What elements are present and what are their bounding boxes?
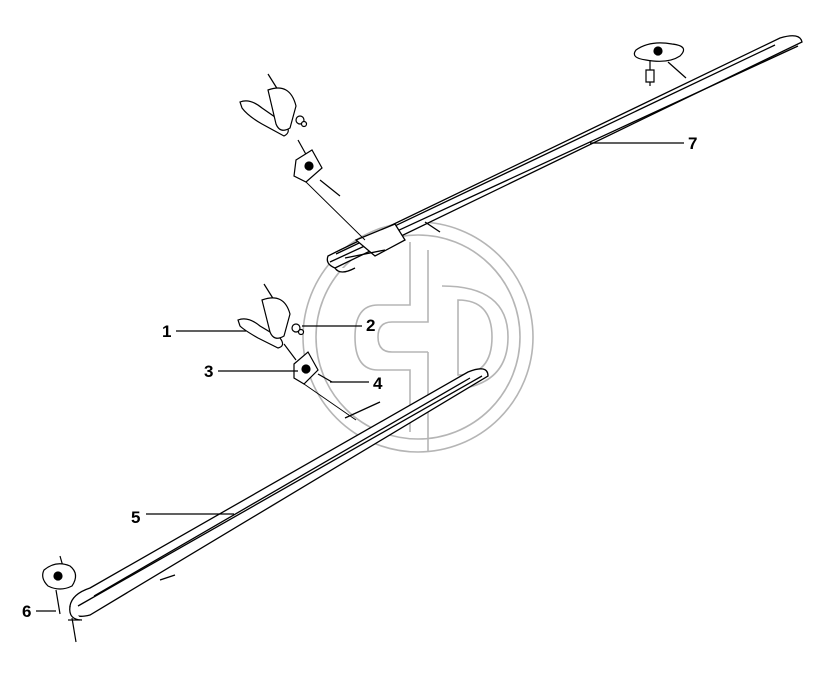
callout-label-4: 4 [373,374,383,393]
lower-running-board [69,368,489,621]
front-mount [42,555,80,643]
callout-6: 6 [22,602,56,621]
callout-4: 4 [330,374,383,393]
callout-label-3: 3 [204,362,213,381]
lower-bracket-assembly [237,283,357,421]
callout-2: 2 [302,316,375,335]
upper-rear-mount [633,42,687,86]
upper-running-board [326,35,803,273]
callout-1: 1 [162,322,246,341]
callout-label-2: 2 [366,316,375,335]
callout-label-6: 6 [22,602,31,621]
callout-label-1: 1 [162,322,171,341]
callout-3: 3 [204,362,298,381]
upper-bracket-assembly [239,73,366,241]
callout-label-5: 5 [131,508,140,527]
callout-7: 7 [590,134,697,153]
callout-5: 5 [131,508,234,527]
callout-label-7: 7 [688,134,697,153]
